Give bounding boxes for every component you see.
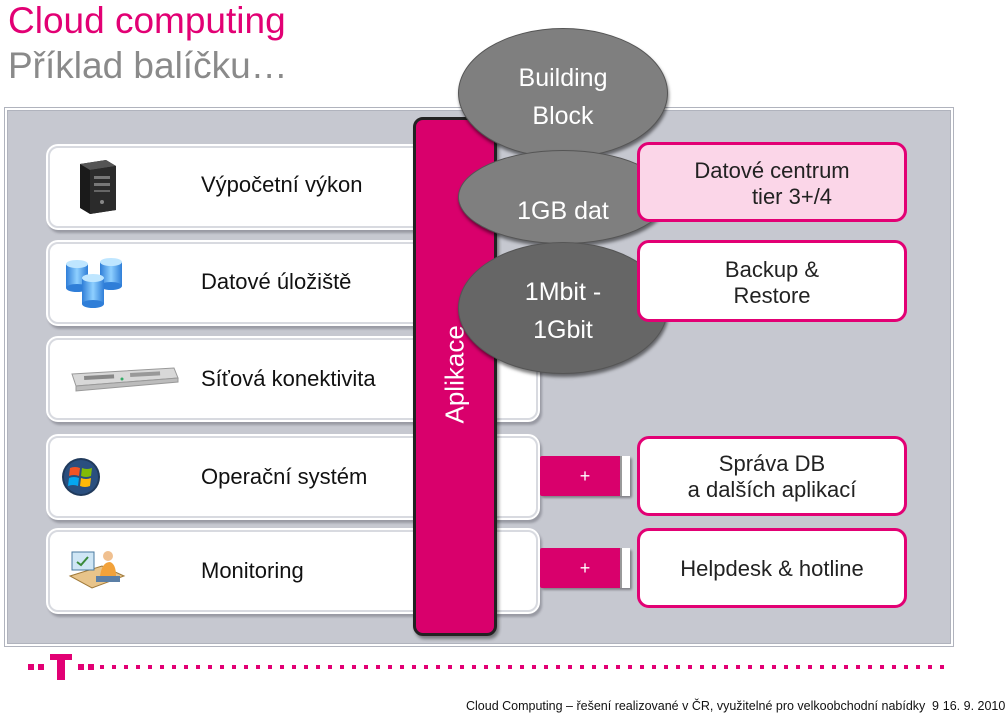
storage-cylinders-icon [62, 256, 128, 310]
row-label-storage: Datové úložiště [201, 269, 352, 294]
plus-bar-os: + [540, 456, 630, 496]
server-tower-icon [72, 156, 122, 214]
footer-text: Cloud Computing – řešení realizované v Č… [466, 699, 926, 713]
aplikace-label: Aplikace [439, 325, 470, 424]
box-helpdesk: Helpdesk & hotline [637, 528, 907, 608]
bandwidth-line2: 1Gbit [533, 316, 593, 344]
footer-date: 16. 9. 2010 [942, 699, 1005, 713]
slide-subtitle: Příklad balíčku… [8, 45, 288, 86]
monitoring-operator-icon [66, 546, 128, 594]
box-backup: Backup & Restore [637, 240, 907, 322]
windows-logo-icon [60, 456, 104, 498]
footer: Cloud Computing – řešení realizované v Č… [466, 699, 1005, 713]
backup-line2: Restore [733, 283, 811, 308]
row-label-os: Operační systém [201, 464, 368, 489]
bubble-bandwidth: 1Mbit - 1Gbit [458, 242, 668, 374]
slide-title: Cloud computing [8, 0, 286, 41]
bandwidth-line1: 1Mbit - [524, 278, 602, 306]
backup-line1: Backup & [724, 257, 820, 282]
row-label-monitoring: Monitoring [201, 558, 304, 583]
telekom-logo-icon [28, 654, 944, 680]
db-line1: Správa DB [718, 451, 826, 476]
row-label-network: Síťová konektivita [201, 366, 376, 391]
db-line2: a dalších aplikací [687, 477, 857, 502]
datacenter-line2: tier 3+/4 [751, 184, 833, 209]
box-db: Správa DB a dalších aplikací [637, 436, 907, 516]
brand-dotline [0, 650, 960, 680]
bubble-building-block: Building Block [458, 28, 668, 158]
bubble-data: 1GB dat [458, 150, 668, 244]
bubble-data-text: 1GB dat [517, 197, 609, 225]
datacenter-line1: Datové centrum [694, 158, 850, 183]
row-compute [48, 146, 474, 228]
row-label-compute: Výpočetní výkon [201, 172, 363, 197]
building-block-line2: Block [532, 102, 594, 130]
plus-sign-os: + [579, 466, 591, 486]
building-block-line1: Building [518, 64, 608, 92]
helpdesk-line1: Helpdesk & hotline [680, 556, 864, 581]
box-datacenter: Datové centrum tier 3+/4 [637, 142, 907, 222]
page-number: 9 [932, 699, 939, 713]
plus-sign-monitoring: + [579, 558, 591, 578]
rack-server-icon [70, 364, 180, 392]
plus-bar-monitoring: + [540, 548, 630, 588]
